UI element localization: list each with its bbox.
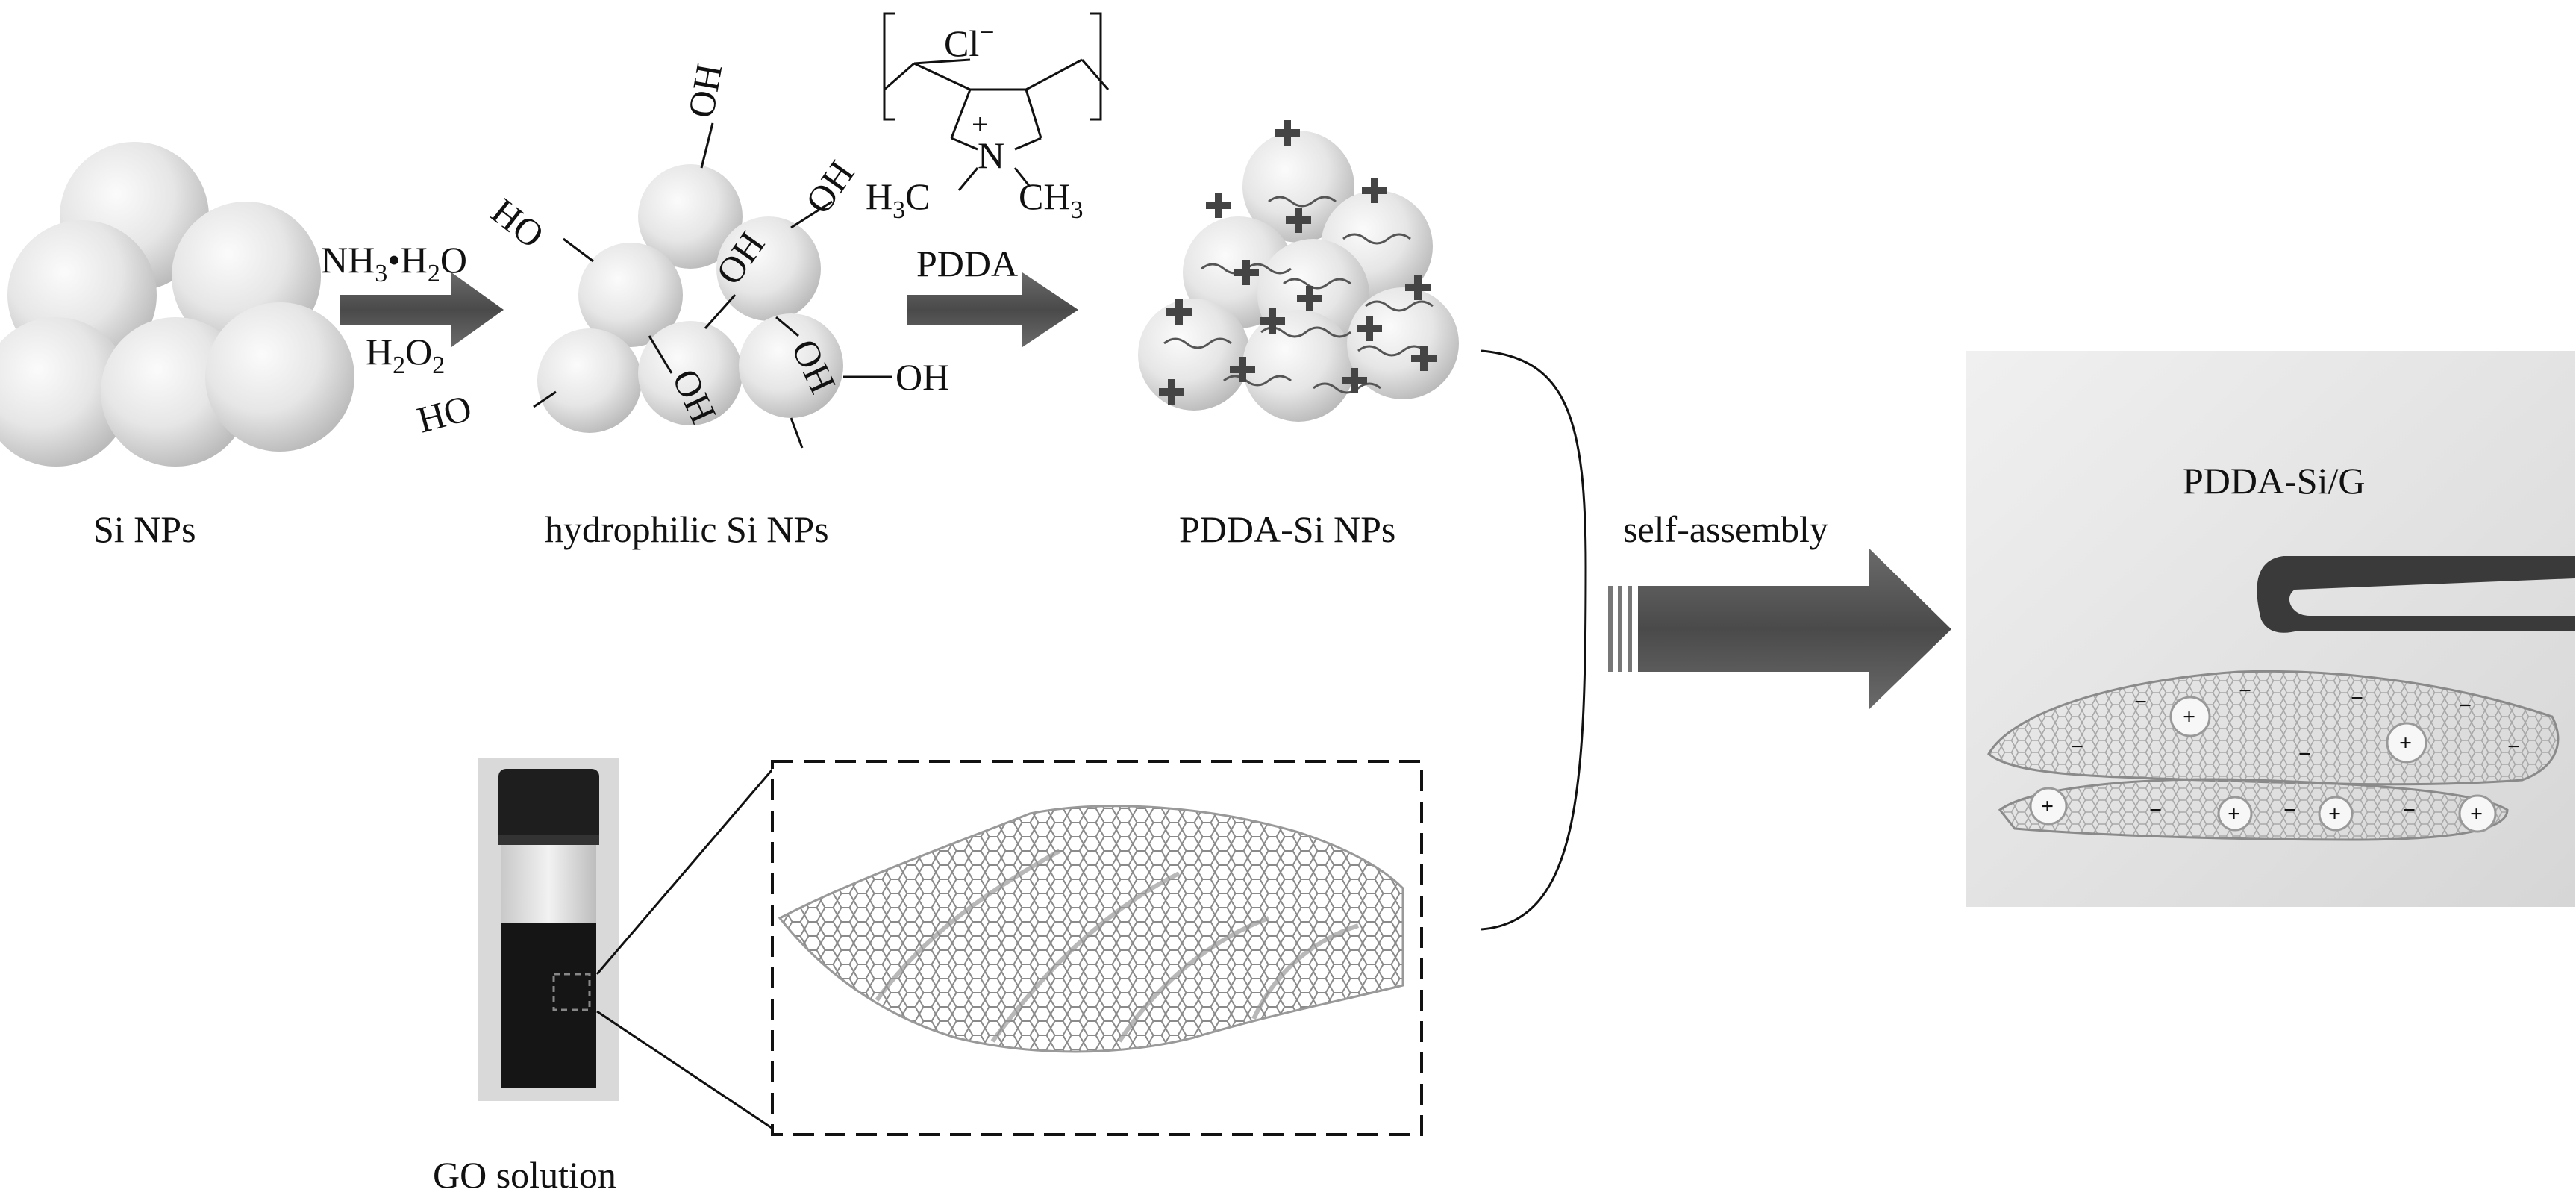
zoom-region (552, 973, 591, 1011)
si-particle (716, 216, 821, 321)
methyl-right: CH3 (1019, 175, 1083, 224)
si-particle (0, 317, 131, 467)
svg-text:+: + (2041, 794, 2054, 819)
arrow-step1 (340, 272, 504, 347)
tweezers (2257, 556, 2575, 633)
svg-text:−: − (2071, 734, 2083, 759)
svg-text:−: − (2507, 734, 2520, 759)
si-particle (2029, 787, 2068, 826)
vial-liquid (501, 923, 596, 1088)
product-charges: + + + + + + − − − − − − − − − − (2041, 679, 2520, 826)
si-particle (638, 164, 743, 269)
si-particle (2458, 794, 2497, 833)
label-pdda-si-nps: PDDA-Si NPs (1179, 508, 1396, 550)
go-sheet-inset (771, 760, 1423, 1136)
cation-label: N (978, 134, 1004, 176)
si-particle (739, 313, 843, 418)
svg-text:−: − (2351, 686, 2363, 711)
svg-text:−: − (2283, 798, 2296, 823)
svg-text:−: − (2134, 690, 2147, 714)
svg-text:−: − (2403, 798, 2416, 823)
pdda-si-particle (1347, 287, 1459, 399)
si-particle (578, 243, 683, 347)
pdda-si-particle (1138, 299, 1250, 411)
si-particle (638, 321, 743, 425)
svg-text:+: + (2183, 705, 2195, 729)
hydrophilic-si-cluster: OH HO OH OH OH HO OH OH (413, 60, 949, 449)
product-photo: + + + + + + − − − − − − − − − − (1966, 351, 2575, 907)
pdda-si-cluster (1138, 120, 1459, 422)
label-product: PDDA-Si/G (2183, 460, 2366, 502)
label-go-solution: GO solution (433, 1154, 616, 1196)
oh-label: OH (895, 356, 949, 398)
si-particle (205, 302, 354, 452)
si-particle (2169, 696, 2211, 737)
svg-text:−: − (2149, 798, 2162, 823)
svg-text:+: + (2328, 802, 2341, 826)
arrow-step2 (907, 272, 1078, 347)
reagent-ammonia: NH3•H2O (321, 239, 467, 287)
zoom-line-bottom (596, 1010, 777, 1132)
si-particle (2318, 796, 2354, 832)
si-particle (2217, 796, 2253, 832)
zoom-line-top (595, 764, 778, 975)
vial-cap (498, 769, 599, 843)
vial-glass (501, 845, 596, 923)
graphene-sheet (778, 805, 1404, 1053)
si-particle (2386, 722, 2427, 764)
svg-text:−: − (2298, 742, 2311, 767)
svg-text:+: + (2228, 802, 2240, 826)
si-nps-cluster (0, 142, 354, 467)
pdda-structure (883, 12, 1110, 191)
oh-label: HO (413, 387, 475, 441)
oh-label: OH (797, 153, 862, 221)
reagent-peroxide: H2O2 (366, 331, 445, 379)
pdda-si-particle (1242, 310, 1354, 422)
methyl-left: H3C (866, 175, 930, 224)
cation-charge: + (972, 107, 989, 141)
oh-label: OH (680, 60, 731, 121)
polymer-chains (1163, 196, 1434, 394)
pdda-si-particle (1242, 131, 1354, 243)
oh-label: HO (484, 190, 551, 257)
svg-text:+: + (2470, 802, 2483, 826)
arrow-self-assembly (1608, 549, 1951, 709)
go-vial-photo (478, 758, 619, 1101)
si-particle (537, 328, 642, 433)
merge-bracket (1481, 349, 1587, 931)
label-si-nps: Si NPs (93, 508, 196, 550)
label-hydrophilic-si-nps: hydrophilic Si NPs (545, 508, 829, 550)
reagent-pdda: PDDA (916, 243, 1018, 284)
counterion-label: Cl− (944, 17, 995, 64)
label-self-assembly: self-assembly (1623, 508, 1828, 550)
plus-charge (1206, 193, 1231, 218)
graphene-layer-bottom (1998, 778, 2509, 841)
svg-text:−: − (2239, 679, 2251, 703)
svg-text:+: + (2399, 731, 2412, 755)
svg-text:−: − (2459, 693, 2472, 718)
